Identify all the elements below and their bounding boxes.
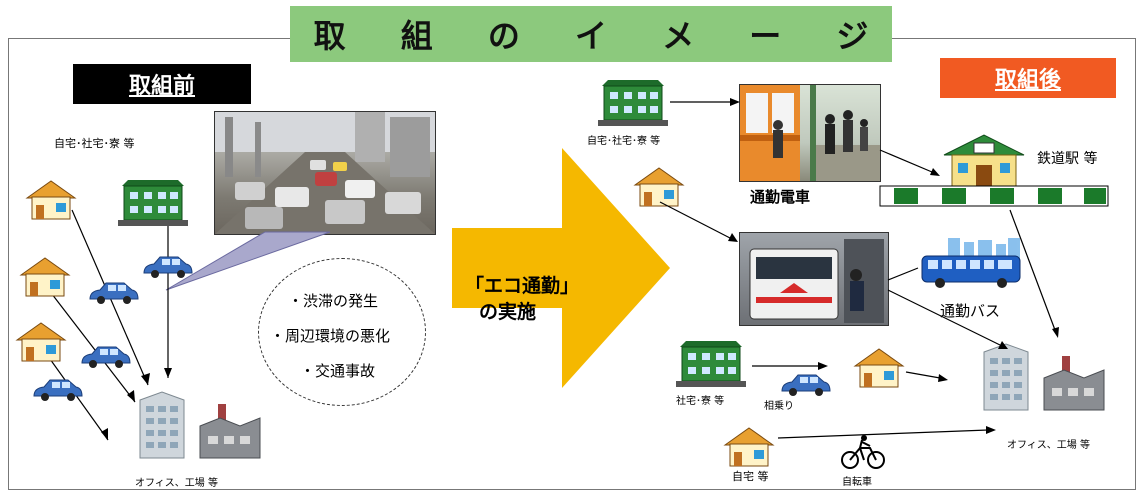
title-banner: 取 組 の イ メ ー ジ bbox=[290, 6, 892, 62]
bus-label: 通勤バス bbox=[940, 302, 1001, 320]
car-icon bbox=[143, 256, 193, 278]
house-icon bbox=[853, 348, 905, 388]
apartment-icon bbox=[676, 341, 746, 387]
big-arrow bbox=[452, 148, 670, 388]
train-illustration bbox=[740, 85, 880, 181]
action-line2: の実施 bbox=[479, 301, 537, 323]
house-icon bbox=[15, 322, 67, 362]
commuter-train-photo bbox=[739, 84, 881, 182]
house-icon bbox=[633, 167, 685, 207]
apartment-icon bbox=[598, 80, 668, 126]
commuter-bus-photo bbox=[739, 232, 889, 326]
car-icon bbox=[33, 379, 83, 401]
car-icon bbox=[81, 346, 131, 368]
after-homes-label: 自宅･社宅･寮 等 bbox=[587, 136, 661, 147]
action-line1: 「エコ通勤」 bbox=[465, 275, 580, 297]
action-text: 「エコ通勤」 の実施 bbox=[465, 273, 579, 325]
house-icon bbox=[25, 180, 77, 220]
bus-photo-illustration bbox=[749, 239, 884, 323]
bicycle-icon bbox=[841, 435, 885, 469]
car-icon bbox=[781, 374, 831, 396]
house-icon bbox=[19, 257, 71, 297]
office-factory-icon bbox=[139, 391, 261, 459]
house-icon bbox=[723, 427, 775, 467]
train-label: 通勤電車 bbox=[750, 188, 811, 206]
issue-congestion: ・渋滞の発生 bbox=[288, 292, 379, 310]
issue-environment: ・周辺環境の悪化 bbox=[270, 327, 391, 345]
carpool-label: 相乗り bbox=[764, 401, 794, 412]
apartment-icon bbox=[118, 180, 188, 226]
before-label: 取組前 bbox=[73, 64, 251, 104]
bicycle-label: 自転車 bbox=[842, 477, 872, 488]
issues-ellipse bbox=[258, 258, 426, 406]
office-factory-icon bbox=[983, 343, 1105, 411]
station-label: 鉄道駅 等 bbox=[1037, 151, 1098, 167]
dorm-label: 社宅･寮 等 bbox=[676, 396, 725, 407]
bus-icon bbox=[921, 238, 1021, 288]
railway-track-icon bbox=[879, 185, 1109, 207]
traffic-jam-photo bbox=[214, 111, 436, 235]
traffic-jam-illustration bbox=[215, 112, 435, 234]
after-office-label: オフィス、工場 等 bbox=[1007, 440, 1090, 451]
car-icon bbox=[89, 282, 139, 304]
before-office-label: オフィス、工場 等 bbox=[135, 478, 218, 489]
train-station-icon bbox=[943, 134, 1025, 188]
before-homes-label: 自宅･社宅･寮 等 bbox=[54, 137, 135, 150]
after-label: 取組後 bbox=[940, 58, 1116, 98]
issue-accidents: ・交通事故 bbox=[300, 362, 376, 380]
home-label: 自宅 等 bbox=[732, 470, 769, 483]
